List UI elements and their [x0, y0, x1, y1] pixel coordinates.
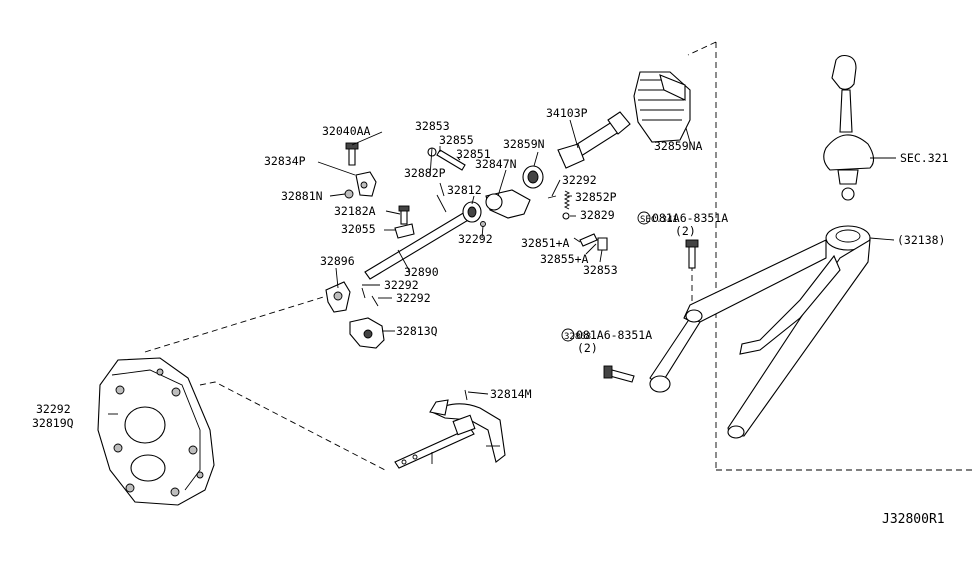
label-32890: 32890 [404, 265, 439, 279]
bracket-32868 [649, 225, 871, 439]
label-32855: 32855 [439, 133, 474, 147]
label-32859N: 32859N [503, 137, 545, 151]
bolt-081A6-lower [603, 365, 635, 383]
label-32881N: 32881N [281, 189, 323, 203]
label-bolt-lower-qty: (2) [577, 341, 598, 355]
label-32859NA: 32859NA [654, 139, 703, 153]
part-32055 [394, 223, 415, 239]
pin-32882P [436, 194, 447, 213]
ball-32829 [562, 212, 570, 220]
label-32292-c: 32292 [458, 232, 493, 246]
label-bolt-081A6-lower: 081A6-8351A [576, 328, 652, 342]
shift-lever-sec341 [823, 54, 875, 201]
fork-rod-32814M [394, 427, 475, 469]
label-32292-e: 32814M [490, 387, 532, 401]
b-marker-2-text: 32868 [564, 332, 591, 342]
bolt-32182A [398, 205, 410, 225]
spring-32852P [563, 190, 571, 210]
b-marker-1-text: SEC.341 [640, 215, 678, 225]
label-32829: 32829 [580, 208, 615, 222]
label-32896: 32896 [320, 254, 355, 268]
case-to-bracket-dashed-line [144, 294, 331, 353]
label-32182A: 32182A [334, 204, 376, 218]
leader-lines [108, 119, 896, 464]
transmission-case [97, 357, 215, 506]
bracket-32896 [325, 281, 351, 313]
label-32847N: 32847N [475, 157, 517, 171]
label-32851: 32851 [456, 147, 491, 161]
label-32882P: 32882P [404, 166, 446, 180]
bolt-32040AA [345, 142, 359, 166]
b-marker-1: SEC.341 [637, 211, 678, 225]
label-sec321: 32292 [36, 402, 71, 416]
plunger-32851A [579, 233, 598, 247]
bushing-32812 [462, 201, 482, 223]
pin-32292-e [464, 389, 468, 401]
boundary-dashed-line [687, 41, 975, 471]
control-rod-34103P [557, 111, 631, 169]
label-32834P: 32834P [264, 154, 306, 168]
label-32855A: 32855+A [540, 252, 589, 266]
shift-lever-32847N [485, 189, 531, 219]
label-32138: 32819Q [32, 416, 74, 430]
pin-32292-d [547, 195, 557, 199]
label-32292-a: 32292 [384, 278, 419, 292]
label-32292-b: 32292 [396, 291, 431, 305]
label-32813Q: 32813Q [396, 324, 438, 338]
bushing-32859N [522, 165, 544, 189]
striker-32813Q [349, 317, 385, 349]
label-32055: 32055 [341, 222, 376, 236]
plug-32853-bottom [597, 237, 608, 251]
shift-fork-32819Q [429, 399, 506, 463]
label-34103P: 34103P [546, 106, 588, 120]
label-32851A: 32851+A [521, 236, 570, 250]
pin-32292-a [361, 287, 366, 299]
pin-32292-b [371, 295, 379, 307]
bracket-32834P [355, 171, 377, 197]
label-sec341: SEC.321 [900, 151, 949, 165]
label-32040AA: 32040AA [322, 124, 371, 138]
boot-32859NA [633, 71, 691, 143]
label-32852P: 32852P [575, 190, 617, 204]
pin-32292-c [480, 221, 486, 227]
bolt-081A6-upper [685, 239, 699, 269]
label-32292-d: 32292 [562, 173, 597, 187]
label-32853-bottom: 32853 [583, 263, 618, 277]
part-32881N [344, 189, 354, 199]
label-32868: (32138) [897, 233, 945, 247]
label-32812: 32812 [447, 183, 482, 197]
b-marker-2: 32868 [561, 328, 591, 342]
label-bolt-upper-qty: (2) [675, 224, 696, 238]
label-bolt-081A6-upper: 081A6-8351A [652, 211, 728, 225]
label-32853-top: 32853 [415, 119, 450, 133]
case-to-fork-dashed-line [199, 381, 386, 471]
diagram-code: J32800R1 [882, 512, 945, 527]
